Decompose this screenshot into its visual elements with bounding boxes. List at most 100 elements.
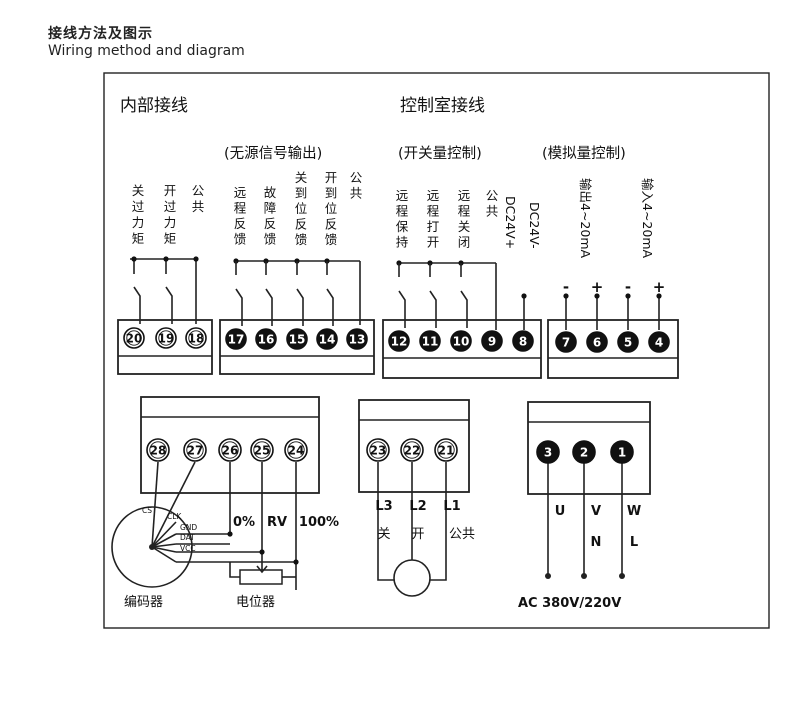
motor-line-l2: L2 [409,499,426,514]
terminal-5 [617,331,639,353]
encoder-symbol [111,506,193,588]
analog-polarity: - [625,278,631,296]
terminal-7 [555,331,577,353]
section-internal-title: 内部接线 [120,96,188,116]
analog-polarity: + [653,278,666,296]
internal-label-19: 矩 [164,231,177,246]
section-switch-control-title: (开关量控制) [398,145,482,162]
contact-arm [296,288,304,326]
passive-label-16: 反 [264,216,277,231]
header-title-en: Wiring method and diagram [48,43,245,59]
terminal-11 [419,330,441,352]
passive-label-17: 反 [234,216,247,231]
power-supply-label: AC 380V/220V [518,596,621,611]
potentiometer-tick-1: RV [267,515,287,530]
potentiometer-label: 电位器 [236,595,275,610]
terminal-number: 7 [562,335,570,349]
terminal-ring [403,441,421,459]
potentiometer-tick-2: 100% [299,515,339,530]
motor-meaning-2: 公共 [449,527,475,542]
motor-meaning-0: 关 [377,527,390,542]
contact-arm [235,288,243,326]
contact-arm [398,290,406,328]
terminal-number: 17 [228,332,245,346]
internal-label-20: 关 [132,183,145,198]
encoder-label: 编码器 [124,595,163,610]
terminal-number: 3 [544,445,552,459]
junction-dot [227,531,233,537]
terminal-number: 27 [187,443,204,457]
encoder-pin-dat: DAT [180,533,195,542]
terminal-16 [255,328,277,350]
passive-label-15: 到 [295,186,308,201]
junction-dot [193,256,199,262]
junction-dot [131,256,137,262]
terminal-ring [186,441,204,459]
contact-arm [265,288,273,326]
wiring [111,258,660,597]
switch-label-10: 闭 [458,235,471,250]
switch-label-11: 开 [427,235,440,250]
passive-label-14: 到 [325,186,338,201]
motor-symbol [393,559,431,597]
contact-arm [460,290,468,328]
section-passive-output-title: (无源信号输出) [224,145,322,162]
internal-label-18: 共 [192,199,205,214]
terminal-8 [512,330,534,352]
terminal-number: 23 [370,443,387,457]
terminal-ring [287,441,305,459]
internal-label-19: 力 [164,215,177,230]
terminal-number: 19 [158,331,175,345]
header-title-cn: 接线方法及图示 [48,26,153,42]
junction-dot [625,293,631,299]
contact-arm [429,290,437,328]
motor-meaning-1: 开 [411,527,424,542]
passive-label-14: 开 [325,170,338,185]
terminal-ring [188,330,204,346]
junction-dot [521,293,527,299]
junction-dot [563,293,569,299]
passive-label-16: 障 [264,201,277,216]
switch-label-12: 程 [396,204,409,219]
junction-dot [163,256,169,262]
terminal-10 [450,330,472,352]
switch-label-10: 关 [458,219,471,234]
terminal-ring [369,441,387,459]
terminal-ring [253,441,271,459]
terminal-number: 2 [580,445,588,459]
power-phase-u: U [555,504,566,519]
switch-label-11: 程 [427,204,440,219]
switch-label-11: 打 [427,219,440,234]
passive-label-14: 馈 [325,232,338,247]
diagram-frame [103,72,770,629]
internal-label-20: 过 [132,199,145,214]
analog-label-1: 输出4~20mA [578,178,593,259]
power-neutral-n: N [591,535,602,550]
passive-label-16: 故 [264,185,277,200]
terminal-ring [149,441,167,459]
encoder-pin-clk: CLK [167,512,182,521]
potentiometer-body [239,569,283,585]
contact-arm [326,288,334,326]
encoder-pin-cs: CS [142,506,152,515]
terminal-number: 1 [618,445,626,459]
passive-label-15: 位 [295,201,308,216]
junction-dot [594,293,600,299]
terminal-17 [225,328,247,350]
switch-label-10: 远 [458,188,471,203]
terminal-number: 28 [150,443,167,457]
terminal-4 [648,331,670,353]
analog-polarity: - [563,278,569,296]
terminal-number: 24 [288,443,305,457]
terminal-3 [536,440,560,464]
switch-label-12: 持 [396,235,409,250]
terminal-14 [316,328,338,350]
passive-label-17: 远 [234,185,247,200]
encoder-pin-gnd: GND [180,523,197,532]
analog-polarity: + [591,278,604,296]
terminal-number: 21 [438,443,455,457]
switch-label-9: 公 [486,188,499,203]
junction-dot [656,293,662,299]
terminal-number: 26 [222,443,239,457]
